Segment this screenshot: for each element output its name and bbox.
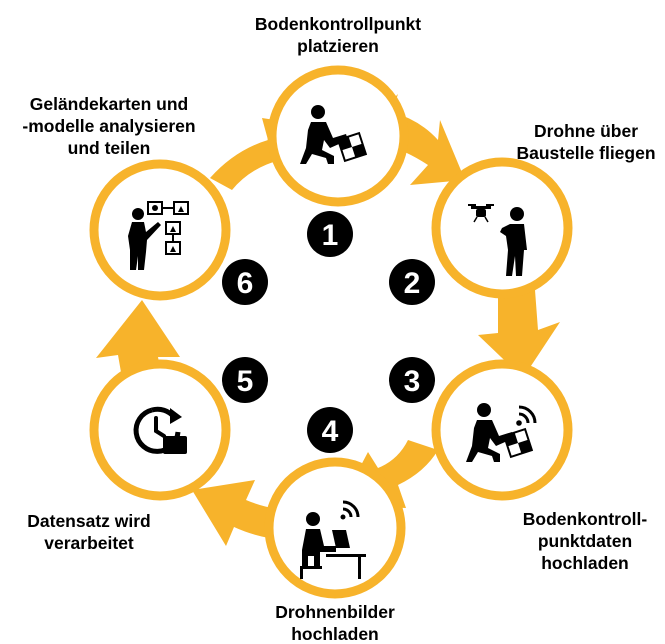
step6-label-line: -modelle analysieren bbox=[22, 116, 196, 136]
step4-circle bbox=[264, 457, 406, 599]
step1-circle bbox=[267, 65, 409, 207]
step3-circle bbox=[431, 359, 573, 501]
person-at-laptop-wireless-icon bbox=[300, 500, 366, 579]
step6-circle bbox=[89, 159, 231, 301]
step1-label-line: Bodenkontrollpunkt bbox=[254, 14, 422, 34]
clock-24-hours-icon bbox=[133, 406, 187, 454]
step5-label: Datensatz wird verarbeitet bbox=[8, 510, 170, 554]
step2-number-badge: 2 bbox=[389, 259, 435, 305]
step6-label-line: Geländekarten und bbox=[29, 94, 189, 114]
step4-number-badge: 4 bbox=[307, 407, 353, 453]
step4-label: Drohnenbilder hochladen bbox=[245, 601, 425, 644]
arrow-step4-to-step5 bbox=[192, 480, 286, 546]
step1-label-line: platzieren bbox=[297, 36, 379, 56]
person-placing-ground-control-point-icon bbox=[300, 105, 368, 164]
step3-label: Bodenkontroll- punktdaten hochladen bbox=[505, 508, 665, 574]
svg-text:2: 2 bbox=[404, 267, 421, 300]
step6-label: Geländekarten und -modelle analysieren u… bbox=[0, 93, 218, 159]
step2-label-line: Drohne über bbox=[533, 121, 639, 141]
step3-label-line: hochladen bbox=[541, 553, 629, 573]
step6-number-badge: 6 bbox=[222, 259, 268, 305]
step3-label-line: Bodenkontroll- bbox=[522, 509, 648, 529]
step5-circle bbox=[89, 359, 231, 501]
svg-text:1: 1 bbox=[322, 219, 339, 252]
svg-text:5: 5 bbox=[237, 365, 254, 398]
step6-label-line: und teilen bbox=[67, 138, 151, 158]
step3-label-line: punktdaten bbox=[537, 531, 633, 551]
svg-text:4: 4 bbox=[322, 415, 339, 448]
ground-control-point-wireless-upload-icon bbox=[466, 403, 537, 462]
step4-label-line: Drohnenbilder bbox=[275, 602, 395, 622]
person-flying-drone-icon bbox=[468, 204, 527, 276]
person-presenting-flowchart-icon bbox=[128, 201, 189, 270]
svg-text:6: 6 bbox=[237, 267, 254, 300]
step5-label-line: verarbeitet bbox=[44, 533, 134, 553]
step5-label-line: Datensatz wird bbox=[27, 511, 151, 531]
step1-number-badge: 1 bbox=[307, 211, 353, 257]
step3-number-badge: 3 bbox=[389, 357, 435, 403]
step2-label-line: Baustelle fliegen bbox=[516, 143, 656, 163]
svg-text:3: 3 bbox=[404, 365, 421, 398]
step5-number-badge: 5 bbox=[222, 357, 268, 403]
step4-label-line: hochladen bbox=[291, 624, 379, 644]
step1-label: Bodenkontrollpunkt platzieren bbox=[218, 13, 458, 57]
arrow-step2-to-step3 bbox=[478, 290, 560, 378]
step2-label: Drohne über Baustelle fliegen bbox=[505, 120, 665, 164]
